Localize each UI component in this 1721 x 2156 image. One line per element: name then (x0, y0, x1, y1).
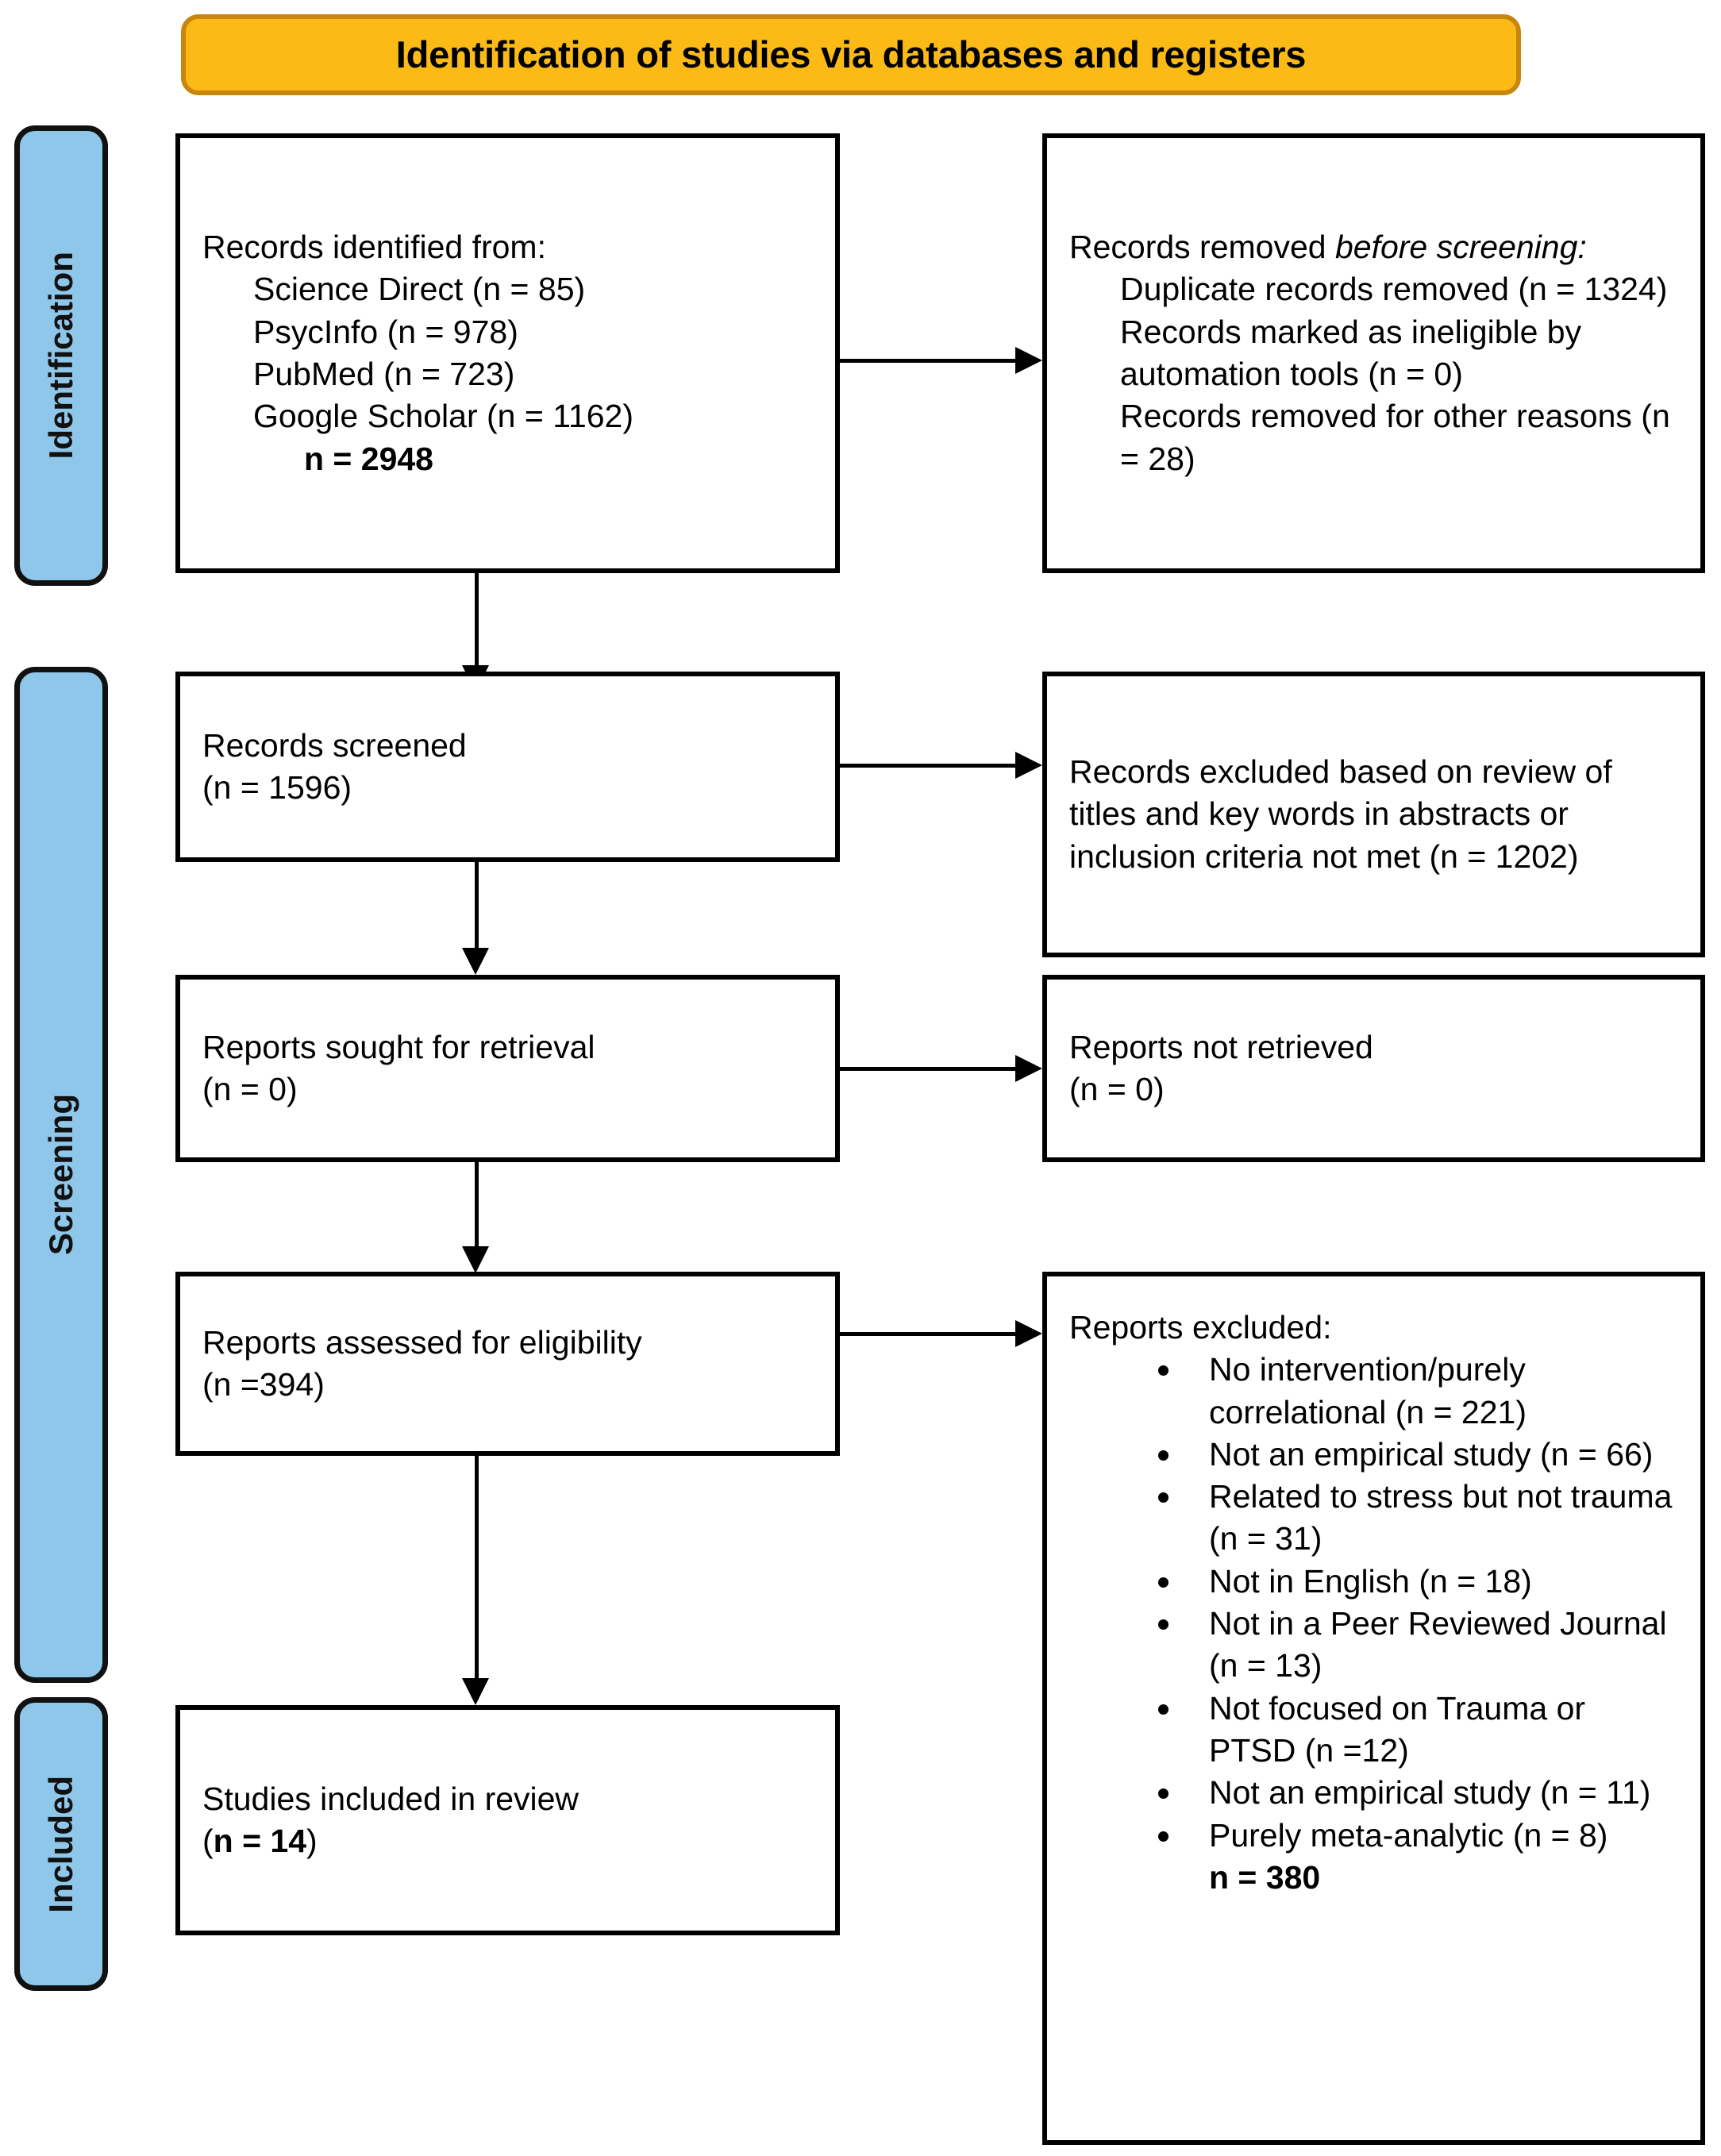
records-identified-source-1: PsycInfo (n = 978) (253, 313, 518, 350)
connector-assessed-to-excluded-arrow (1015, 1320, 1042, 1347)
records-removed-item-0: Duplicate records removed (n = 1324) (1120, 271, 1668, 308)
phase-label-included: Included (14, 1697, 108, 1991)
records-identified-source-3: Google Scholar (n = 1162) (253, 398, 634, 435)
box-reports-not-retrieved: Reports not retrieved (n = 0) (1042, 975, 1705, 1162)
records-excluded-text: Records excluded based on review of titl… (1069, 753, 1612, 875)
connector-sought-to-notretrieved-arrow (1015, 1055, 1042, 1082)
list-item: Not focused on Trauma or PTSD (n =12) (1152, 1688, 1678, 1773)
connector-screened-to-excluded-line (840, 764, 1016, 768)
records-identified-source-0: Science Direct (n = 85) (253, 271, 586, 308)
phase-label-screening-text: Screening (42, 1094, 79, 1256)
connector-identified-to-removed-arrow (1015, 347, 1042, 374)
phase-label-screening: Screening (14, 667, 108, 1683)
list-item: Not an empirical study (n = 66) (1152, 1434, 1678, 1476)
records-removed-item-1: Records marked as ineligible by automati… (1120, 313, 1582, 392)
records-removed-heading-normal: Records removed (1069, 229, 1335, 266)
connector-screened-to-sought-line (475, 862, 479, 949)
studies-included-line2: (n = 14) (202, 1820, 813, 1862)
diagram-title: Identification of studies via databases … (395, 33, 1307, 76)
list-item: Not in English (n = 18) (1152, 1561, 1678, 1603)
list-item: Not an empirical study (n = 11) (1152, 1772, 1678, 1814)
connector-sought-to-assessed-arrow (462, 1246, 489, 1273)
reports-not-retrieved-line1: Reports not retrieved (1069, 1028, 1373, 1065)
reports-assessed-line2: (n =394) (202, 1366, 325, 1403)
reports-excluded-total: n = 380 (1209, 1858, 1321, 1896)
box-reports-assessed-for-eligibility: Reports assessed for eligibility (n =394… (175, 1272, 840, 1456)
box-studies-included-in-review: Studies included in review (n = 14) (175, 1705, 840, 1935)
list-item: Purely meta-analytic (n = 8) (1152, 1815, 1678, 1857)
studies-included-paren-open: ( (202, 1823, 214, 1859)
records-removed-heading-italic: before screening (1334, 229, 1578, 266)
phase-label-identification-text: Identification (42, 252, 79, 460)
records-screened-line2: (n = 1596) (202, 769, 352, 806)
connector-screened-to-excluded-arrow (1015, 752, 1042, 779)
connector-sought-to-notretrieved-line (840, 1067, 1016, 1071)
studies-included-line1: Studies included in review (202, 1780, 579, 1817)
records-identified-total: n = 2948 (304, 440, 433, 477)
phase-label-identification: Identification (14, 125, 108, 586)
diagram-title-banner: Identification of studies via databases … (181, 14, 1521, 95)
reports-not-retrieved-line2: (n = 0) (1069, 1071, 1165, 1107)
connector-assessed-to-excluded-line (840, 1332, 1016, 1336)
box-records-screened: Records screened (n = 1596) (175, 672, 840, 862)
connector-sought-to-assessed-line (475, 1162, 479, 1248)
box-records-excluded: Records excluded based on review of titl… (1042, 672, 1705, 957)
reports-sought-line2: (n = 0) (202, 1071, 298, 1107)
box-reports-sought-for-retrieval: Reports sought for retrieval (n = 0) (175, 975, 840, 1162)
records-removed-item-2: Records removed for other reasons (n = 2… (1120, 398, 1670, 477)
records-removed-heading: Records removed before screening: (1069, 226, 1678, 268)
box-records-removed-before-screening: Records removed before screening: Duplic… (1042, 133, 1705, 573)
reports-sought-line1: Reports sought for retrieval (202, 1028, 595, 1065)
phase-label-included-text: Included (42, 1775, 79, 1913)
reports-excluded-list: No intervention/purely correlational (n … (1069, 1349, 1678, 1857)
records-identified-source-2: PubMed (n = 723) (253, 356, 515, 392)
connector-identified-to-screened-line (475, 573, 479, 667)
records-identified-heading: Records identified from: (202, 229, 546, 266)
connector-screened-to-sought-arrow (462, 948, 489, 975)
connector-assessed-to-included-arrow (462, 1678, 489, 1705)
records-removed-heading-colon: : (1577, 229, 1587, 266)
list-item: Not in a Peer Reviewed Journal (n = 13) (1152, 1603, 1678, 1688)
connector-identified-to-removed-line (840, 359, 1016, 363)
list-item: Related to stress but not trauma (n = 31… (1152, 1476, 1678, 1561)
studies-included-paren-close: ) (306, 1823, 318, 1859)
connector-assessed-to-included-line (475, 1456, 479, 1680)
reports-excluded-heading: Reports excluded: (1069, 1309, 1332, 1346)
studies-included-count: n = 14 (213, 1823, 307, 1859)
reports-assessed-line1: Reports assessed for eligibility (202, 1323, 642, 1361)
box-records-identified: Records identified from: Science Direct … (175, 133, 840, 573)
list-item: No intervention/purely correlational (n … (1152, 1349, 1678, 1434)
box-reports-excluded-reasons: Reports excluded: No intervention/purely… (1042, 1272, 1705, 2145)
records-screened-line1: Records screened (202, 726, 467, 764)
